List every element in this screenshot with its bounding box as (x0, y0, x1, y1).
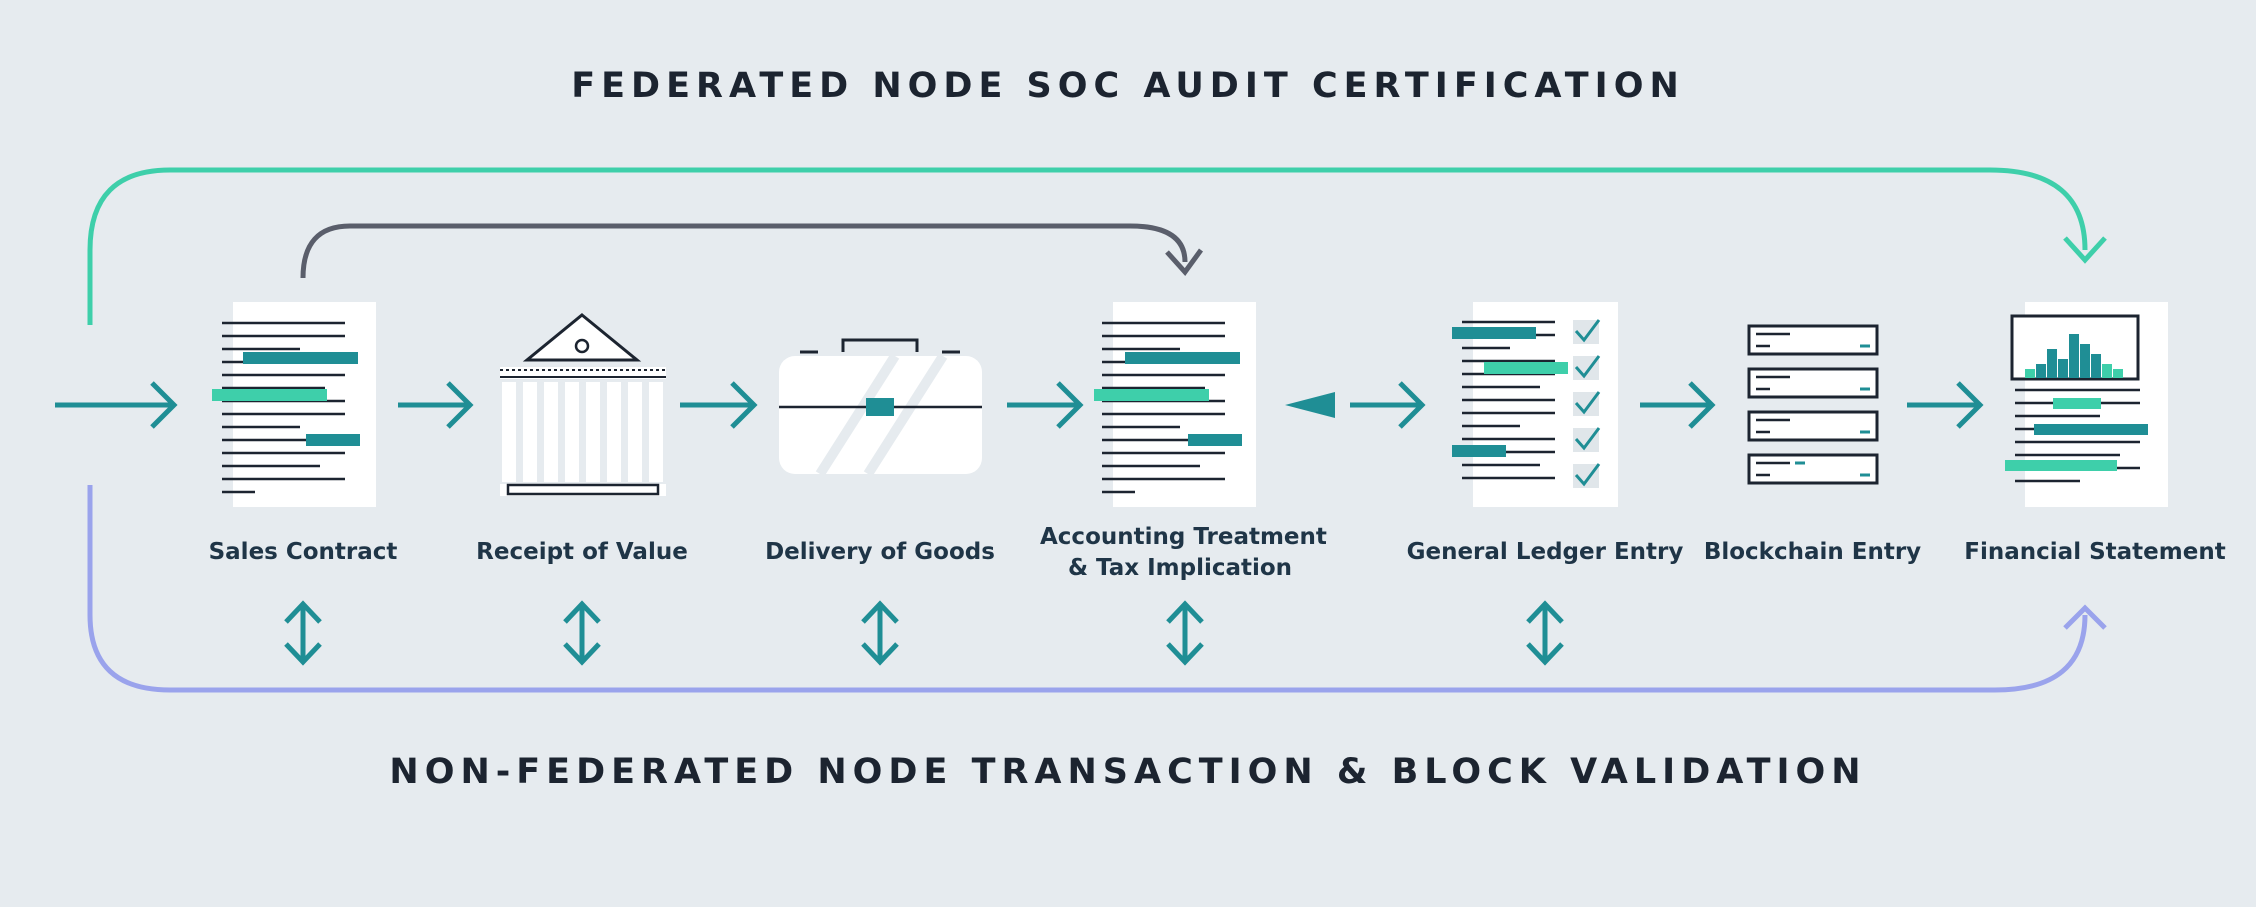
arrow-3 (1007, 381, 1084, 429)
arrow-6 (1640, 381, 1716, 429)
accounting-treatment-line-1: Accounting Treatment (1040, 524, 1327, 550)
non-federated-loop-line (87, 485, 2088, 693)
non-federated-loop-arrowhead (2063, 604, 2107, 630)
flow-arrows (55, 381, 1984, 429)
report-chart-icon (2005, 302, 2168, 507)
double-arrow-4 (1166, 600, 1204, 666)
vertical-double-arrows (284, 600, 1564, 666)
document-icon (1094, 302, 1256, 507)
briefcase-icon (779, 338, 982, 477)
arrow-7 (1907, 381, 1984, 429)
step-label-general-ledger-entry: General Ledger Entry (1406, 539, 1684, 565)
ledger-checklist-icon (1452, 302, 1618, 507)
title-non-federated-validation: NON-FEDERATED NODE TRANSACTION & BLOCK V… (389, 752, 1867, 792)
double-arrow-2 (563, 600, 601, 666)
arrow-entry (55, 381, 178, 429)
double-arrow-3 (861, 600, 899, 666)
title-federated-audit: FEDERATED NODE SOC AUDIT CERTIFICATION (571, 66, 1685, 106)
step-label-accounting-treatment: Accounting Treatment & Tax Implication (1040, 522, 1327, 584)
double-arrow-5 (1526, 600, 1564, 666)
step-label-blockchain-entry: Blockchain Entry (1703, 539, 1922, 565)
triangle-arrow-left (1285, 392, 1335, 418)
step-label-delivery-of-goods: Delivery of Goods (765, 539, 995, 565)
accounting-treatment-line-2: & Tax Implication (1067, 555, 1293, 581)
inner-loop-line (300, 223, 1188, 279)
bank-icon (500, 313, 666, 496)
arrow-2 (680, 381, 758, 429)
step-label-financial-statement: Financial Statement (1964, 539, 2226, 565)
double-arrow-1 (284, 600, 322, 666)
step-label-sales-contract: Sales Contract (208, 539, 398, 565)
federated-loop-line (87, 167, 2088, 325)
document-icon (212, 302, 376, 507)
arrow-5 (1350, 381, 1426, 429)
server-stack-icon (1747, 324, 1879, 485)
arrow-1 (398, 381, 474, 429)
federated-loop-arrowhead (2063, 236, 2107, 264)
step-label-receipt-of-value: Receipt of Value (476, 539, 688, 565)
inner-loop-arrowhead (1165, 248, 1204, 276)
